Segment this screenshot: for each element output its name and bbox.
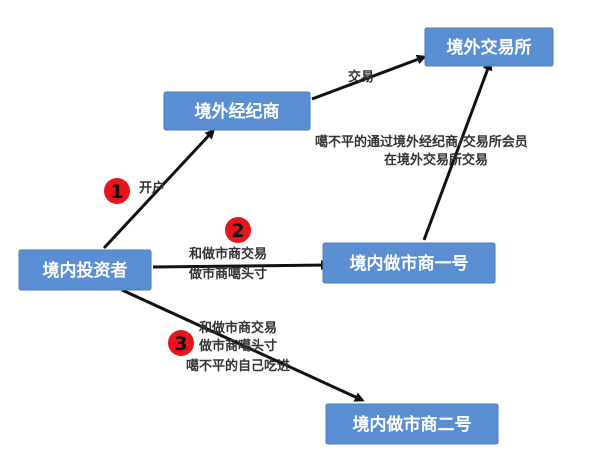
label-maker1-exchange-line2: 在境外交易所交易	[384, 152, 488, 168]
svg-text:境内投资者: 境内投资者	[43, 260, 128, 281]
label-open-account: 开户	[139, 180, 165, 196]
label-investor-maker1-line2: 做市商噶头寸	[188, 266, 267, 282]
svg-text:1: 1	[110, 181, 123, 203]
svg-text:境外经纪商: 境外经纪商	[195, 101, 280, 122]
badge-3: 3	[168, 330, 194, 356]
edges	[102, 54, 493, 402]
badge-2: 2	[225, 217, 251, 243]
node-overseas-broker: 境外经纪商	[163, 91, 311, 131]
label-investor-maker1-line1: 和做市商交易	[189, 246, 267, 262]
svg-text:境内做市商一号: 境内做市商一号	[350, 253, 469, 274]
arrow-investor-to-broker	[102, 128, 216, 250]
svg-text:3: 3	[174, 333, 187, 355]
svg-text:境内做市商二号: 境内做市商二号	[353, 414, 472, 435]
node-domestic-investor: 境内投资者	[18, 249, 152, 291]
node-market-maker-1: 境内做市商一号	[322, 242, 496, 284]
arrow-broker-to-exchange	[311, 54, 427, 101]
arrow-investor-to-maker1	[152, 260, 331, 271]
label-investor-maker2-line3: 噶不平的自己吃进	[186, 358, 290, 374]
label-broker-trade: 交易	[348, 69, 374, 85]
arrow-investor-to-maker2	[121, 288, 365, 402]
label-investor-maker2-line2: 做市商噶头寸	[198, 338, 277, 354]
svg-text:2: 2	[231, 220, 244, 242]
node-overseas-exchange: 境外交易所	[424, 27, 554, 67]
badge-1: 1	[104, 178, 130, 204]
arrow-maker1-to-exchange	[422, 60, 493, 241]
node-market-maker-2: 境内做市商二号	[325, 403, 499, 445]
label-maker1-exchange-line1: 噶不平的通过境外经纪商/交易所会员	[315, 134, 528, 150]
label-investor-maker2-line1: 和做市商交易	[199, 320, 277, 336]
svg-text:境外交易所: 境外交易所	[447, 37, 532, 58]
edge-labels: 开户 交易 噶不平的通过境外经纪商/交易所会员 在境外交易所交易 和做市商交易 …	[139, 69, 528, 374]
